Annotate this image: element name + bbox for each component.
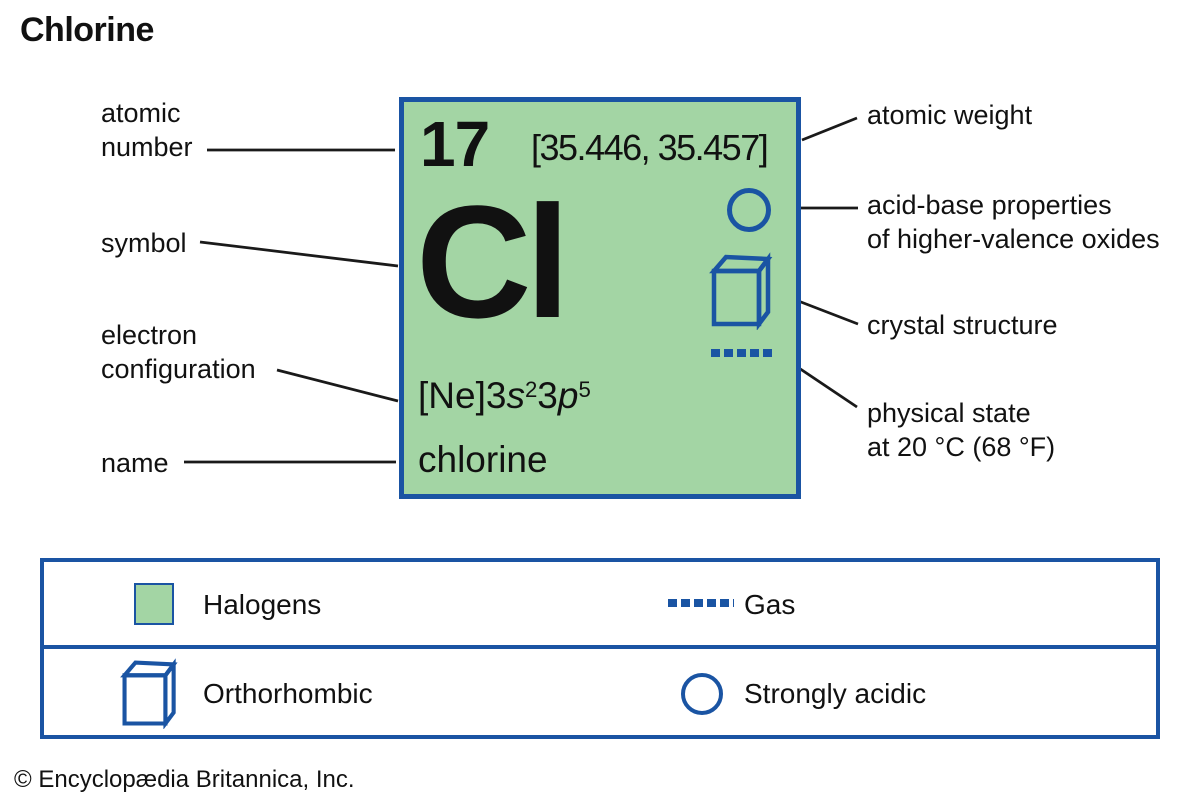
label-atomic-number-line2: number [101, 132, 193, 162]
label-acid-base-line2: of higher-valence oxides [867, 224, 1160, 254]
leader-electron-configuration [276, 368, 399, 403]
label-atomic-number-line1: atomic [101, 98, 181, 128]
label-physical-state-line1: physical state [867, 398, 1031, 428]
strongly-acidic-circle-icon [681, 673, 723, 715]
legend-label-orthorhombic: Orthorhombic [203, 678, 373, 709]
label-atomic-weight-line1: atomic weight [867, 100, 1033, 130]
label-name-line1: name [101, 448, 169, 478]
label-atomic-number: atomic number [101, 96, 193, 164]
legend-box: Halogens Gas Orthorhombic Strongly acidi… [40, 558, 1160, 739]
label-electron-configuration-line2: configuration [101, 354, 256, 384]
page-title: Chlorine [20, 11, 154, 49]
label-crystal-structure: crystal structure [867, 308, 1058, 342]
label-crystal-structure-line1: crystal structure [867, 310, 1058, 340]
leader-symbol [199, 240, 399, 268]
label-symbol-line1: symbol [101, 228, 187, 258]
label-acid-base: acid-base properties of higher-valence o… [867, 188, 1160, 256]
gas-dashed-line-icon [711, 349, 772, 357]
atomic-weight: [35.446, 35.457] [531, 127, 769, 168]
legend-label-strongly-acidic: Strongly acidic [744, 678, 927, 709]
element-symbol: Cl [416, 172, 570, 351]
orthorhombic-cube-icon [120, 658, 178, 729]
label-physical-state: physical state at 20 °C (68 °F) [867, 396, 1055, 464]
copyright-notice: © Encyclopædia Britannica, Inc. [14, 766, 355, 793]
legend-label-gas: Gas [744, 589, 796, 620]
label-electron-configuration-line1: electron [101, 320, 198, 350]
electron-configuration: [Ne]3s23p5 [418, 375, 591, 416]
strongly-acidic-circle-icon [727, 188, 771, 232]
element-card: 17 [35.446, 35.457] Cl [Ne]3s23p5 chlori… [399, 97, 801, 499]
label-electron-configuration: electron configuration [101, 318, 256, 386]
label-symbol: symbol [101, 226, 187, 260]
gas-dashed-line-icon [668, 599, 734, 607]
label-name: name [101, 446, 169, 480]
legend-divider [44, 645, 1156, 649]
label-acid-base-line1: acid-base properties [867, 190, 1112, 220]
orthorhombic-cube-icon [709, 252, 773, 330]
atomic-number: 17 [420, 108, 490, 180]
label-physical-state-line2: at 20 °C (68 °F) [867, 432, 1056, 462]
label-atomic-weight: atomic weight [867, 98, 1032, 132]
leader-atomic-weight [801, 116, 858, 142]
element-name: chlorine [418, 439, 548, 480]
halogens-swatch-icon [134, 583, 174, 625]
legend-label-halogens: Halogens [203, 589, 322, 620]
